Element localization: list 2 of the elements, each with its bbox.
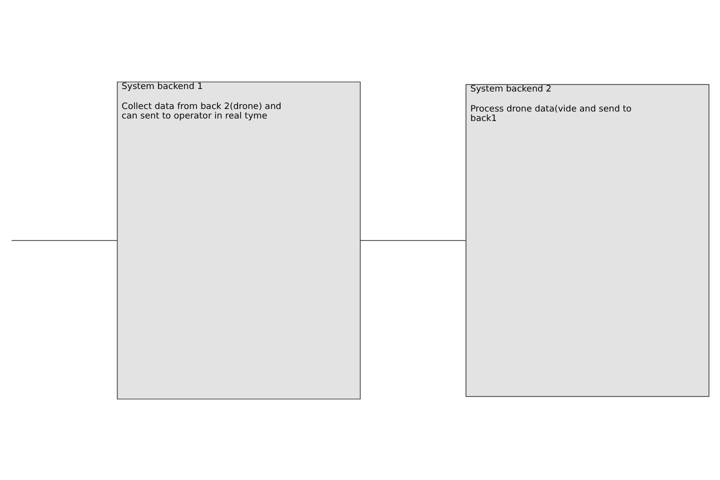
- node-box: System backend 2 Process drone data(vide and send to back1: [466, 84, 710, 396]
- node-box: System backend 1 Collect data from back 2(drone) and can sent to operator in real tyme: [116, 81, 361, 399]
